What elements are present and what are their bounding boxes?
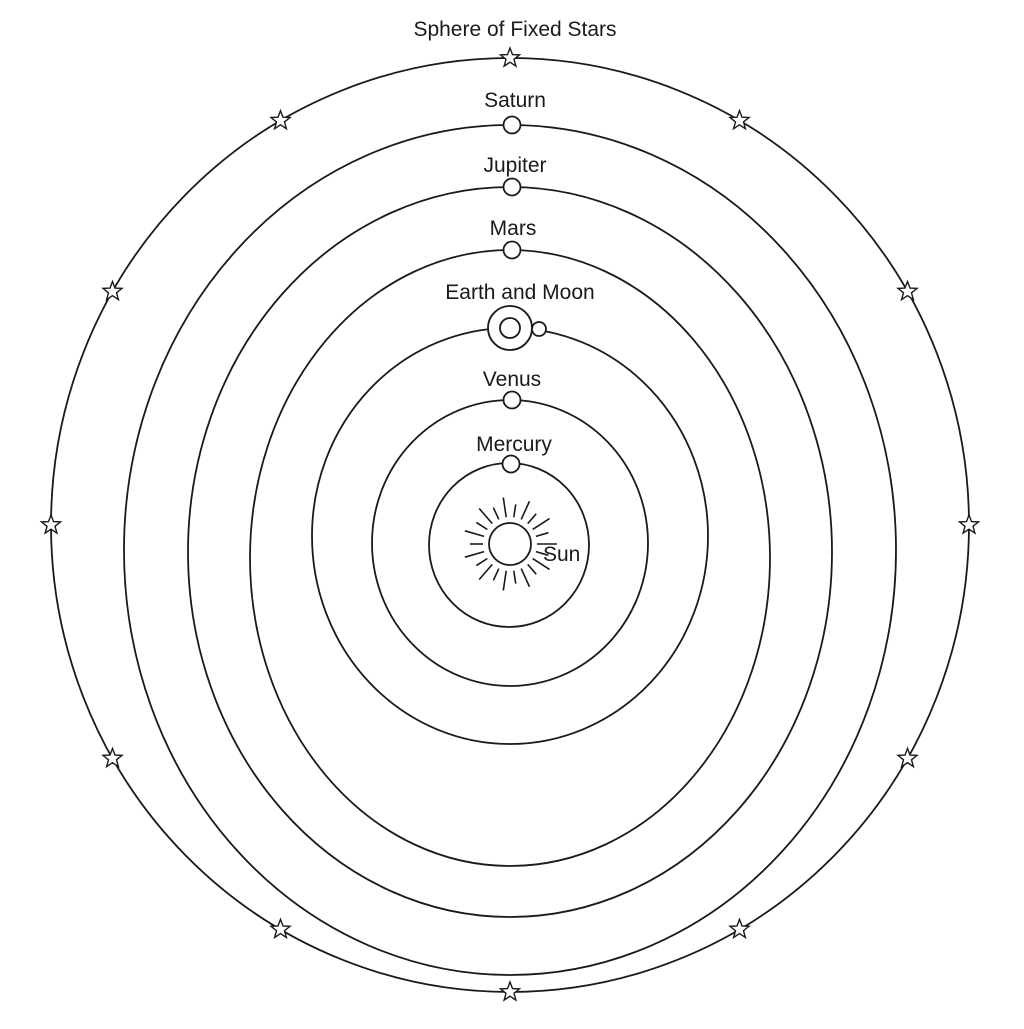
sun-ray [464,530,485,538]
sun-ray [492,568,500,581]
sun-ray [527,563,537,575]
sun-ray [535,531,549,538]
saturn-planet-icon [502,115,522,135]
sun-ray [535,550,549,557]
sun-ray [464,550,485,558]
venus-planet-icon [502,390,522,410]
sun-ray [475,557,488,567]
earth-planet-icon [499,317,521,339]
saturn-label: Saturn [484,89,546,112]
mars-planet-icon [502,240,522,260]
star-icon [498,980,522,1002]
sun-ray [532,557,550,571]
sun-label: Sun [543,543,580,566]
mercury-group: Mercury [428,433,590,628]
sphere-of-fixed-stars: Sphere of Fixed Stars [39,18,981,1002]
jupiter-group: Jupiter [187,154,833,918]
earth-group: Earth and Moon [311,281,709,745]
mercury-label: Mercury [476,433,552,456]
mars-group: Mars [249,217,771,867]
fixed-stars-label: Sphere of Fixed Stars [413,18,616,41]
sun-ray [513,570,517,584]
sun-ray [502,497,507,518]
sun-ray [475,521,488,531]
star-icon [101,279,124,302]
moon-icon [531,321,547,337]
star-icon [728,108,751,131]
star-icon [269,917,292,940]
venus-label: Venus [483,368,541,391]
fixed-stars-group [39,46,981,1002]
star-icon [957,513,981,535]
sun-ray [492,507,500,520]
sun-rays [464,497,557,591]
sun-ray [478,507,493,525]
star-icon [101,746,124,769]
star-icon [39,513,63,535]
sun-icon [488,522,532,566]
mars-label: Mars [490,217,537,240]
earth-label: Earth and Moon [445,281,594,304]
sun-ray [520,500,531,520]
star-icon [728,917,751,940]
star-icon [896,746,919,769]
sun-ray [478,563,493,581]
sun-group: Sun [464,497,580,591]
saturn-group: Saturn [123,89,897,976]
sun-ray [513,504,517,518]
jupiter-label: Jupiter [483,154,546,177]
star-icon [896,279,919,302]
sun-ray [520,568,531,588]
sun-ray [532,517,550,531]
jupiter-planet-icon [502,177,522,197]
star-icon [269,108,292,131]
sun-ray [527,513,537,525]
mercury-planet-icon [501,454,521,474]
venus-group: Venus [371,368,649,687]
sun-ray [502,570,507,591]
star-icon [498,46,522,68]
